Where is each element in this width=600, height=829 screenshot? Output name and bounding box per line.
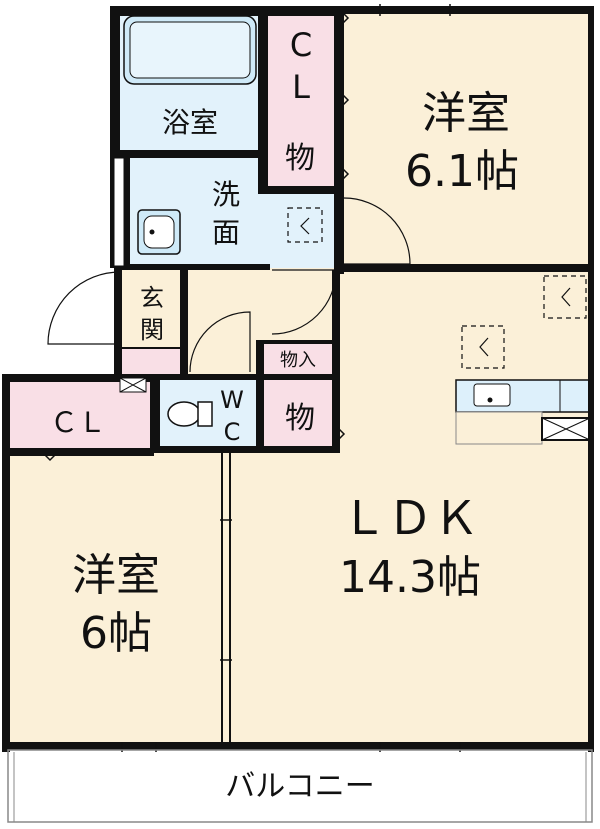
bedroom-ne-door-swing — [343, 197, 411, 265]
label-washroom-2: 面 — [212, 216, 240, 249]
fixtures — [123, 15, 591, 445]
label-cl-upper-c: C — [290, 26, 312, 64]
kitchen-lower — [455, 411, 543, 445]
entrance-step-fill — [120, 348, 184, 374]
label-cl-upper-l: L — [292, 68, 310, 106]
label-washroom-1: 洗 — [212, 178, 240, 211]
vent-marks — [287, 207, 587, 369]
label-balcony: バルコニー — [225, 769, 374, 804]
label-storage-lower: 物 — [285, 401, 315, 436]
label-bath: 浴室 — [162, 106, 218, 139]
closet-entry-fill — [262, 342, 336, 378]
room-labels: 浴室 C L 物 洗 面 洋室 6.1帖 玄 関 物入 ＣＬ W C 物 ＬＤＫ… — [50, 26, 519, 804]
wc-door-swing — [189, 311, 251, 373]
vent-icon-ldk-upper — [543, 275, 587, 319]
thin-partitions — [120, 347, 340, 744]
storage-upper-fill — [266, 120, 340, 190]
label-wc-w: W — [220, 386, 244, 414]
cl-upper-fill — [266, 12, 340, 120]
label-wc-c: C — [224, 418, 241, 446]
label-bedroom-sw-1: 洋室 — [72, 550, 160, 601]
window-marks — [43, 4, 461, 752]
vent-icon-ldk-kitchen — [461, 325, 505, 369]
label-bedroom-sw-2: 6帖 — [80, 608, 152, 659]
walls — [2, 6, 594, 752]
bedroom-ne-fill — [340, 12, 592, 268]
pillar-marks — [113, 157, 147, 393]
label-cl-west: ＣＬ — [50, 406, 106, 439]
label-ldk-1: ＬＤＫ — [341, 491, 479, 545]
kitchen-sink — [473, 383, 511, 407]
storage-lower-fill — [262, 378, 340, 450]
label-storage-upper: 物 — [285, 141, 315, 176]
bedroom-sw-fill — [8, 452, 228, 746]
label-bedroom-ne-1: 洋室 — [422, 88, 510, 139]
balcony-outline — [7, 749, 593, 823]
vent-icon-washroom — [287, 207, 323, 243]
label-closet-entry: 物入 — [280, 350, 316, 371]
label-bedroom-ne-2: 6.1帖 — [405, 146, 519, 197]
label-entrance-2: 関 — [140, 316, 164, 344]
front-door-swing — [47, 271, 121, 345]
label-entrance-1: 玄 — [140, 284, 164, 312]
label-ldk-2: 14.3帖 — [339, 552, 481, 603]
entrance-fill — [120, 268, 184, 348]
toilet-bowl — [167, 401, 201, 427]
balcony-fill — [8, 746, 592, 822]
